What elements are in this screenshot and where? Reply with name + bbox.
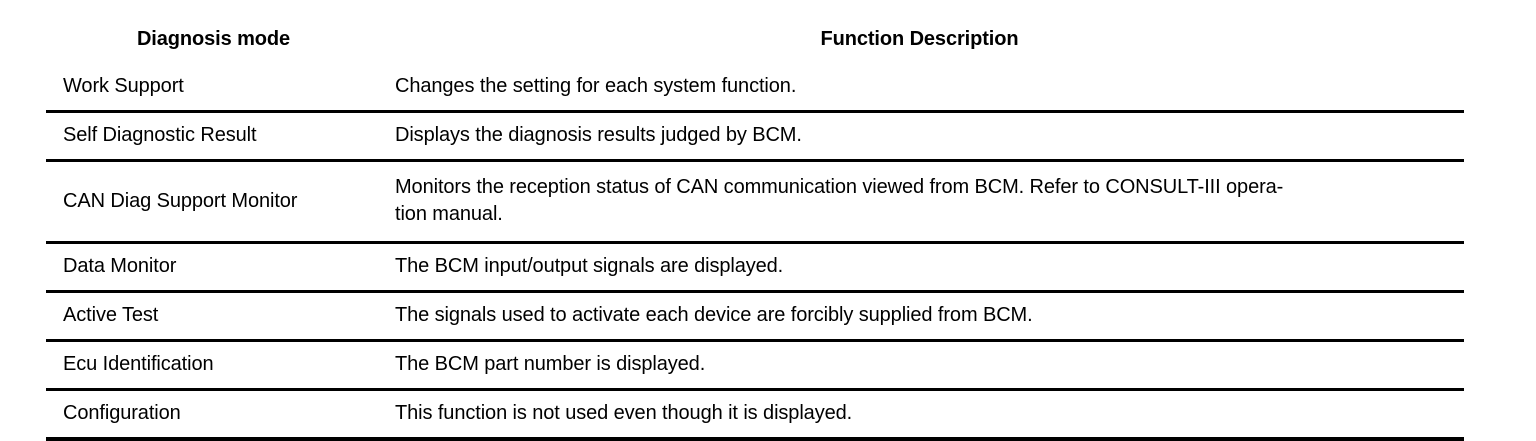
cell-function-description-text: Changes the setting for each system func…	[395, 75, 797, 97]
column-header-function-description: Function Description	[378, 16, 1464, 64]
cell-diagnosis-mode-text: Active Test	[63, 304, 159, 326]
cell-diagnosis-mode: Self Diagnostic Result	[46, 111, 378, 162]
cell-function-description-text: Monitors the reception status of CAN com…	[378, 162, 1464, 241]
table-header-row: Diagnosis mode Function Description	[46, 16, 1464, 64]
cell-function-description: Changes the setting for each system func…	[378, 64, 1464, 113]
cell-function-description-text: This function is not used even though it…	[395, 402, 853, 424]
page-canvas: Diagnosis mode Function Description Work…	[46, 28, 1464, 441]
cell-function-description-text: The BCM part number is displayed.	[395, 353, 706, 375]
cell-diagnosis-mode: Active Test	[46, 291, 378, 342]
table-row: Self Diagnostic Result Displays the diag…	[46, 111, 1464, 162]
cell-diagnosis-mode: Configuration	[46, 389, 378, 441]
description-line-1: Monitors the reception status of CAN com…	[395, 176, 1284, 198]
cell-diagnosis-mode-text: CAN Diag Support Monitor	[63, 189, 298, 212]
column-header-diagnosis-mode: Diagnosis mode	[46, 16, 378, 64]
cell-function-description: Monitors the reception status of CAN com…	[378, 160, 1464, 244]
cell-function-description-text: The BCM input/output signals are display…	[395, 255, 784, 277]
table-row: Work Support Changes the setting for eac…	[46, 64, 1464, 113]
cell-function-description: The BCM part number is displayed.	[378, 340, 1464, 391]
table-row: Configuration This function is not used …	[46, 389, 1464, 441]
cell-function-description: This function is not used even though it…	[378, 389, 1464, 441]
cell-function-description: The signals used to activate each device…	[378, 291, 1464, 342]
diagnosis-mode-table: Diagnosis mode Function Description Work…	[46, 16, 1464, 441]
cell-diagnosis-mode-text: Ecu Identification	[63, 353, 214, 375]
table-body: Work Support Changes the setting for eac…	[46, 64, 1464, 441]
cell-diagnosis-mode-text: Self Diagnostic Result	[63, 124, 257, 146]
column-header-function-description-label: Function Description	[820, 28, 1019, 50]
cell-diagnosis-mode-text: Work Support	[63, 75, 184, 97]
description-line-2: tion manual.	[395, 203, 503, 225]
column-header-diagnosis-mode-label: Diagnosis mode	[136, 28, 291, 50]
cell-diagnosis-mode: Work Support	[46, 64, 378, 113]
cell-diagnosis-mode-text: Configuration	[63, 402, 181, 424]
cell-function-description-text: Displays the diagnosis results judged by…	[395, 124, 802, 146]
cell-diagnosis-mode-text: Data Monitor	[63, 255, 177, 277]
cell-diagnosis-mode: CAN Diag Support Monitor	[46, 160, 378, 244]
table-row: CAN Diag Support Monitor Monitors the re…	[46, 160, 1464, 244]
diagnosis-mode-table-wrapper: Diagnosis mode Function Description Work…	[46, 16, 1464, 441]
cell-function-description: The BCM input/output signals are display…	[378, 242, 1464, 293]
table-row: Data Monitor The BCM input/output signal…	[46, 242, 1464, 293]
cell-diagnosis-mode: Ecu Identification	[46, 340, 378, 391]
cell-function-description-text: The signals used to activate each device…	[395, 304, 1033, 326]
table-row: Active Test The signals used to activate…	[46, 291, 1464, 342]
cell-diagnosis-mode: Data Monitor	[46, 242, 378, 293]
cell-function-description: Displays the diagnosis results judged by…	[378, 111, 1464, 162]
table-row: Ecu Identification The BCM part number i…	[46, 340, 1464, 391]
